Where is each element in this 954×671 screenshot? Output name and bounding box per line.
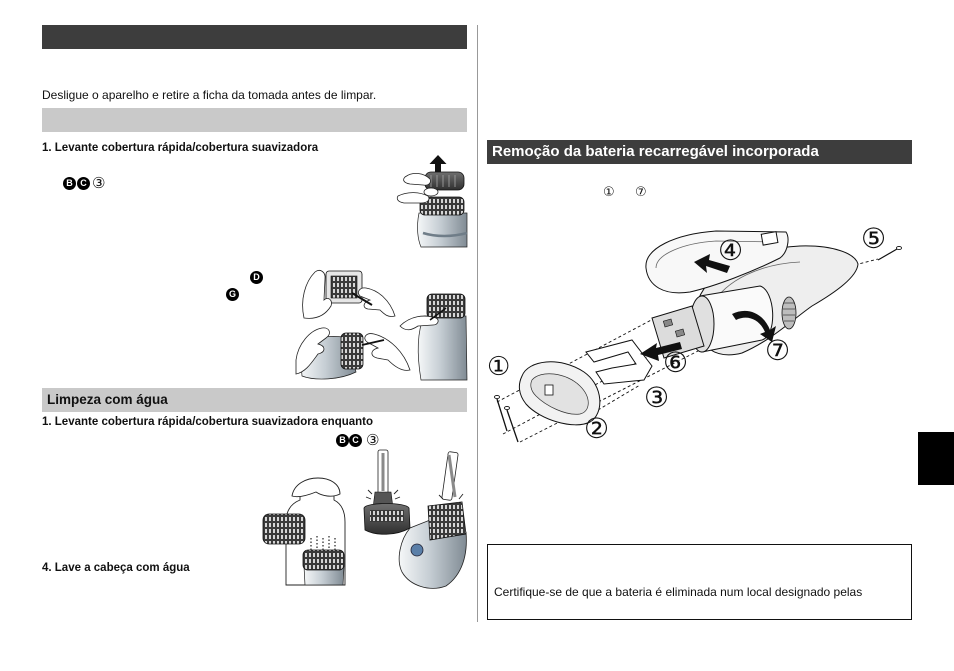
pouring-hand <box>291 477 341 498</box>
column-divider <box>477 25 478 622</box>
battery-heading-bar: Remoção da bateria recarregável incorpor… <box>487 140 912 164</box>
diagram-label-2: ② <box>584 412 610 445</box>
ref-badge-c: C <box>77 177 90 190</box>
ref-badge-d: D <box>250 271 263 284</box>
hand-lower-finger <box>396 192 430 204</box>
lid-window <box>760 231 779 246</box>
step-range-start: ① <box>603 185 615 200</box>
brush-handle-tilted <box>441 451 459 501</box>
diagram-label-5: ⑤ <box>861 222 887 255</box>
diagram-label-4: ④ <box>718 234 744 267</box>
chapter-tab <box>918 432 954 485</box>
water-step-4: 4. Lave a cabeça com água <box>42 562 190 574</box>
epilator-head-right <box>426 293 466 319</box>
brush-hand-bottom <box>364 333 411 371</box>
water-ref-badge-b: B <box>336 434 349 447</box>
diagram-label-6: ⑥ <box>663 346 689 379</box>
arrow-rotate-icon <box>732 310 776 342</box>
diagram-label-1: ① <box>487 352 511 382</box>
lift-arrow-icon <box>429 155 447 172</box>
epilator-body <box>417 212 468 248</box>
water-cleaning-bar: Limpeza com água <box>42 388 467 412</box>
arrow-lift-lid-icon <box>694 254 730 273</box>
rinsed-head <box>262 513 306 545</box>
disposal-notice-text: Certifique-se de que a bateria é elimina… <box>494 585 863 599</box>
upper-lid <box>645 230 789 294</box>
thumb <box>423 187 439 197</box>
cleaning-brush <box>351 292 373 306</box>
cleaning-instruction: Desligue o aparelho e retire a ficha da … <box>42 88 377 102</box>
hand-upper-finger <box>403 173 431 186</box>
epilator-head-tilted <box>427 501 467 541</box>
water-drops <box>310 536 336 550</box>
water-ref-step-number: ③ <box>366 431 380 449</box>
epilator-head-water <box>302 549 345 571</box>
epilator-head <box>419 196 465 216</box>
battery-heading: Remoção da bateria recarregável incorpor… <box>492 143 819 160</box>
ref-badge-g: G <box>226 288 239 301</box>
section-header-bar-dark <box>42 25 467 49</box>
subsection-bar-light <box>42 108 467 132</box>
motion-lines <box>365 489 401 500</box>
water-step-1: 1. Levante cobertura rápida/cobertura su… <box>42 416 374 428</box>
diagram-label-3: ③ <box>644 381 670 414</box>
epilator-brush-illustration <box>398 451 467 589</box>
water-cleaning-heading: Limpeza com água <box>47 392 168 407</box>
vent-slots <box>781 296 797 330</box>
power-button-icon <box>410 543 424 557</box>
water-rinse-illustration <box>262 477 346 586</box>
disposal-notice-box: Certifique-se de que a bateria é elimina… <box>487 544 912 620</box>
brush-hand-right <box>399 315 439 331</box>
frame-bracket <box>585 339 653 385</box>
right-hand-brush <box>358 287 396 317</box>
left-hand <box>302 270 332 319</box>
cleaning-step-1: 1. Levante cobertura rápida/cobertura su… <box>42 142 319 154</box>
screw-rear <box>877 245 902 261</box>
water-ref-badge-c: C <box>349 434 362 447</box>
screws-front <box>494 394 519 443</box>
diagram-label-7: ⑦ <box>765 334 791 367</box>
step-range-end: ⑦ <box>635 185 647 200</box>
cover-removal-illustration <box>396 155 468 248</box>
brush-cleaning-illustration <box>295 270 468 381</box>
holding-hand <box>295 327 330 375</box>
arrow-pull-battery-icon <box>640 342 682 361</box>
brush-bottom <box>361 339 385 346</box>
battery-removal-diagram <box>494 230 902 443</box>
ref-badge-b: B <box>63 177 76 190</box>
ref-step-number: ③ <box>92 174 106 192</box>
brush-rinse-illustration <box>363 449 411 535</box>
epilator-head-bottom <box>340 332 364 370</box>
